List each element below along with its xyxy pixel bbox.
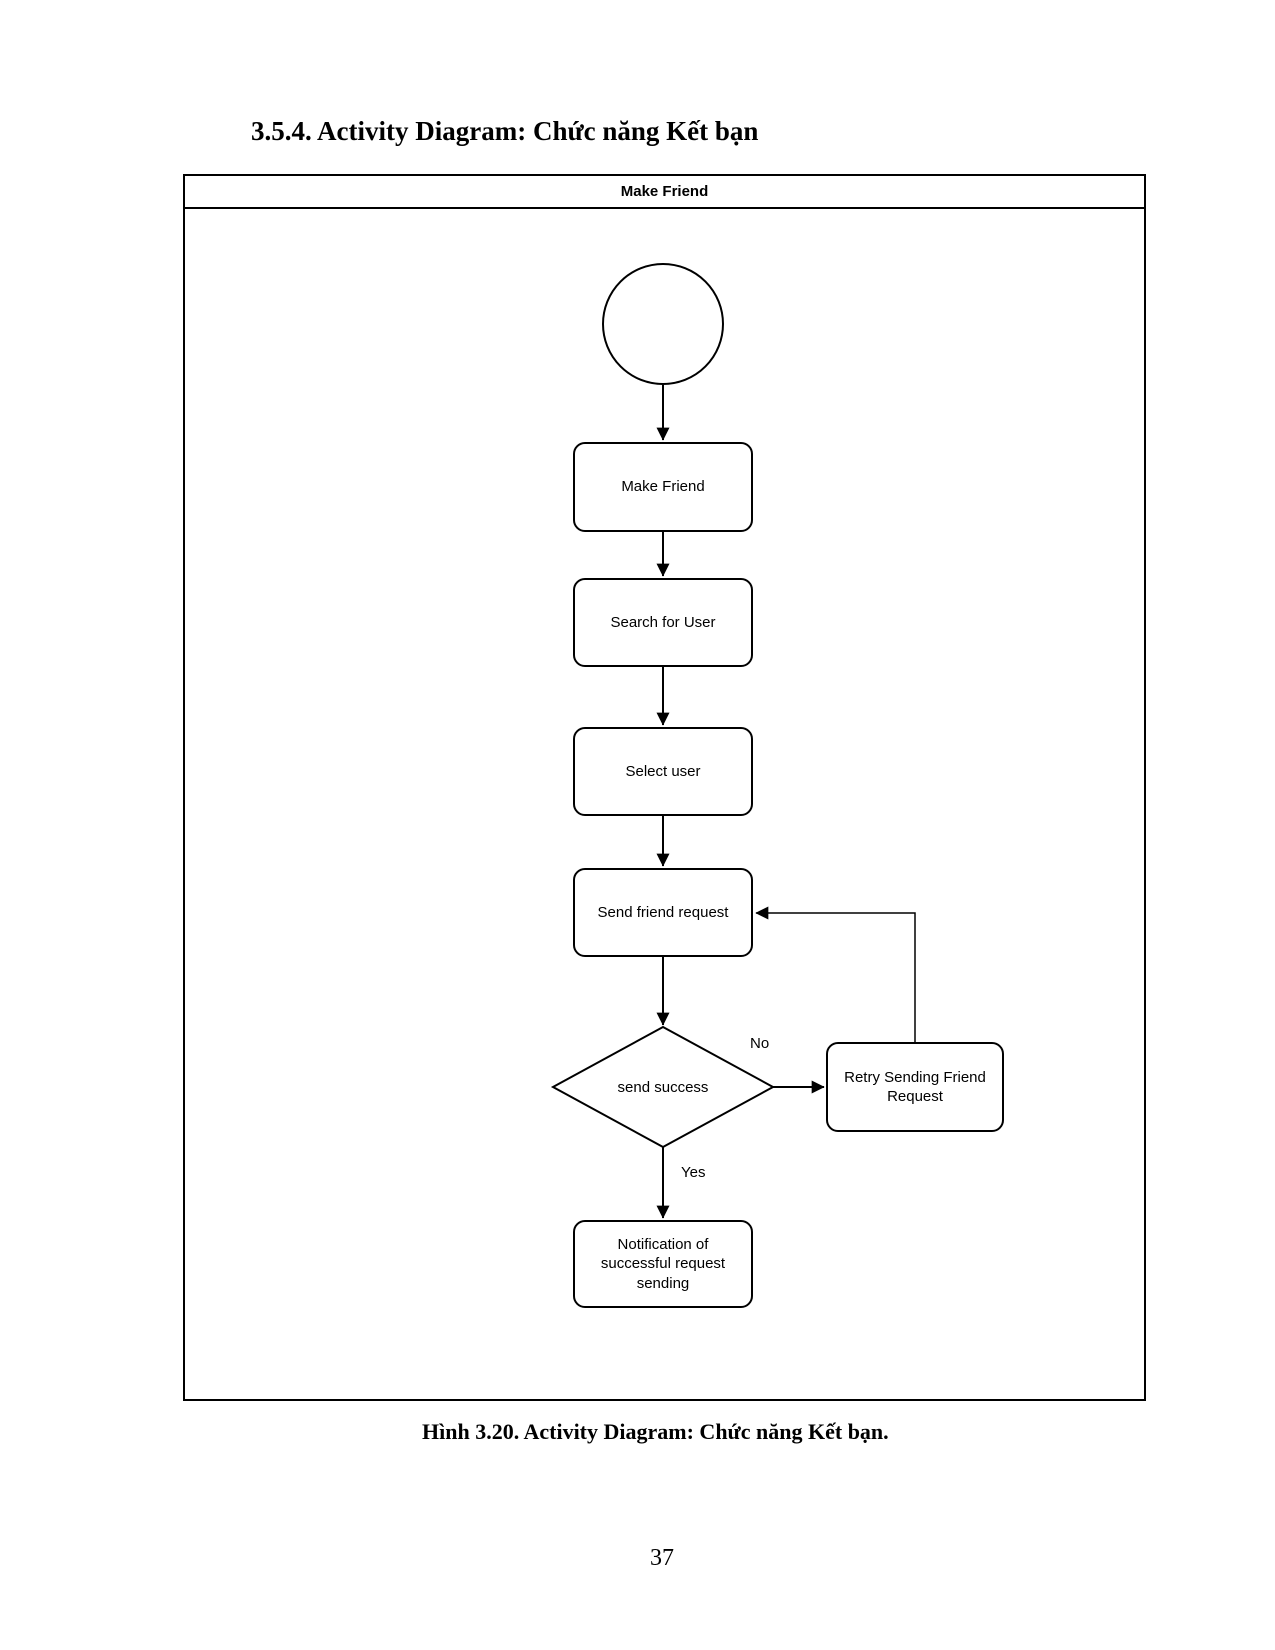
figure-caption: Hình 3.20. Activity Diagram: Chức năng K… [422, 1419, 889, 1444]
node-notification-label: Notification of successful request sendi… [600, 1235, 726, 1292]
node-search-for-user-label: Search for User [610, 613, 716, 631]
section-heading: 3.5.4. Activity Diagram: Chức năng Kết b… [251, 116, 759, 146]
node-send-friend-request-label: Send friend request [597, 903, 729, 921]
node-retry-label: Retry Sending Friend Request [844, 1068, 986, 1106]
edge-retry-loop-to-send [755, 906, 916, 1042]
node-search-for-user: Search for User [573, 578, 753, 667]
initial-node [602, 263, 724, 385]
node-select-user-label: Select user [625, 762, 701, 780]
node-notification-success: Notification of successful request sendi… [573, 1220, 753, 1308]
node-select-user: Select user [573, 727, 753, 816]
diagram-frame-title: Make Friend [185, 176, 1144, 209]
node-retry-sending-friend-request: Retry Sending Friend Request [826, 1042, 1004, 1132]
page-number: 37 [650, 1545, 674, 1571]
edge-label-yes: Yes [681, 1164, 706, 1181]
edge-label-no: No [750, 1035, 770, 1052]
decision-send-success-label: send success [617, 1078, 709, 1096]
node-send-friend-request: Send friend request [573, 868, 753, 957]
node-make-friend-label: Make Friend [621, 478, 705, 496]
decision-send-success: send success [553, 1057, 773, 1117]
node-make-friend: Make Friend [573, 442, 753, 532]
